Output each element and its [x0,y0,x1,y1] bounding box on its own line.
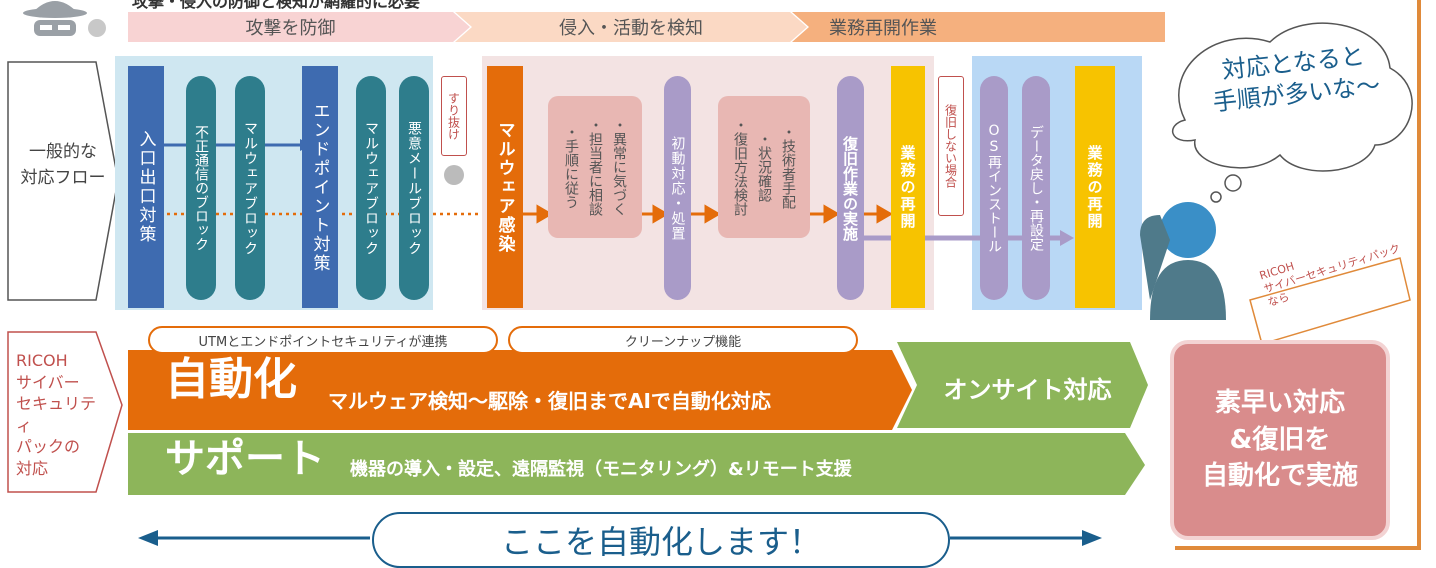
auto-desc: マルウェア検知〜駆除・復旧までAIで自動化対応 [328,389,771,413]
entry-exit-step: 入口出口対策 [128,66,164,308]
malware-block-step-1: マルウェアブロック [235,76,265,300]
data-restore-step: データ戻し・再設定 [1022,76,1050,300]
tech-line-3: ・技術者手配 [780,125,796,209]
no-recovery-label: 復旧しない場合 [943,104,958,188]
notice-line-2: ・担当者に相談 [587,118,603,216]
tech-step: ・復旧方法検討 ・状況確認 ・技術者手配 [718,96,810,238]
os-reinstall-step: OS再インストール [980,76,1008,300]
result-box: 素早い対応 &復旧を 自動化で実施 [1170,340,1390,540]
notice-line-3: ・異常に気づく [611,118,627,216]
mail-block-step: 悪意メールブロック [399,76,429,300]
malware-block-label-2: マルウェアブロック [363,120,379,256]
phase-defend-label: 攻撃を防御 [245,18,336,39]
tech-line-1: ・復旧方法検討 [732,118,748,216]
initial-response-label: 初動対応・処置 [669,135,686,241]
entry-exit-label: 入口出口対策 [135,130,156,244]
malware-block-step-2: マルウェアブロック [356,76,386,300]
recovery-step: 復旧作業の実施 [837,76,864,300]
tab-cleanup: クリーンナップ機能 [508,326,858,354]
virus-icon [444,165,464,185]
infection-label: マルウェア感染 [494,120,515,254]
flow-label: 一般的な 対応フロー [20,142,106,188]
endpoint-label: エンドポイント対策 [309,101,330,273]
data-restore-label: データ戻し・再設定 [1028,125,1044,251]
onsite-label: オンサイト対応 [943,376,1112,404]
fw-block-step: 不正通信のブロック [186,76,216,300]
notice-step: ・手順に従う ・担当者に相談 ・異常に気づく [548,96,642,238]
tech-line-2: ・状況確認 [756,132,772,202]
no-recovery-tag: 復旧しない場合 [938,76,964,216]
support-desc: 機器の導入・設定、遠隔監視（モニタリング）&リモート支援 [350,459,852,480]
recovery-label: 復旧作業の実施 [841,135,859,241]
business-restart-label-1: 業務の再開 [898,144,917,230]
slip-through-label: すり抜け [446,92,461,140]
infection-step: マルウェア感染 [487,66,523,308]
mail-block-label: 悪意メールブロック [406,120,422,256]
business-restart-label-2: 業務の再開 [1085,144,1104,230]
os-reinstall-label: OS再インストール [986,123,1002,253]
fw-block-label: 不正通信のブロック [193,125,209,251]
initial-response-step: 初動対応・処置 [664,76,691,300]
phase-resume-label: 業務再開作業 [829,18,937,39]
malware-block-label-1: マルウェアブロック [242,120,258,256]
slip-through-tag: すり抜け [441,76,467,156]
business-restart-step-1: 業務の再開 [891,66,925,308]
bottom-automation-label: ここを自動化します！ [372,512,950,568]
notice-line-1: ・手順に従う [563,125,579,209]
support-big-label: サポート [165,436,325,482]
business-restart-step-2: 業務の再開 [1075,66,1115,308]
top-caption: 攻撃・侵入の防御と検知が網羅的に必要 [132,0,421,11]
endpoint-step: エンドポイント対策 [302,66,338,308]
ricoh-label: RICOH サイバー セキュリティ パックの 対応 [16,351,97,478]
phase-detect-label: 侵入・活動を検知 [559,18,703,39]
tab-utm-endpoint: UTMとエンドポイントセキュリティが連携 [148,326,498,354]
auto-big-label: 自動化 [165,354,297,405]
